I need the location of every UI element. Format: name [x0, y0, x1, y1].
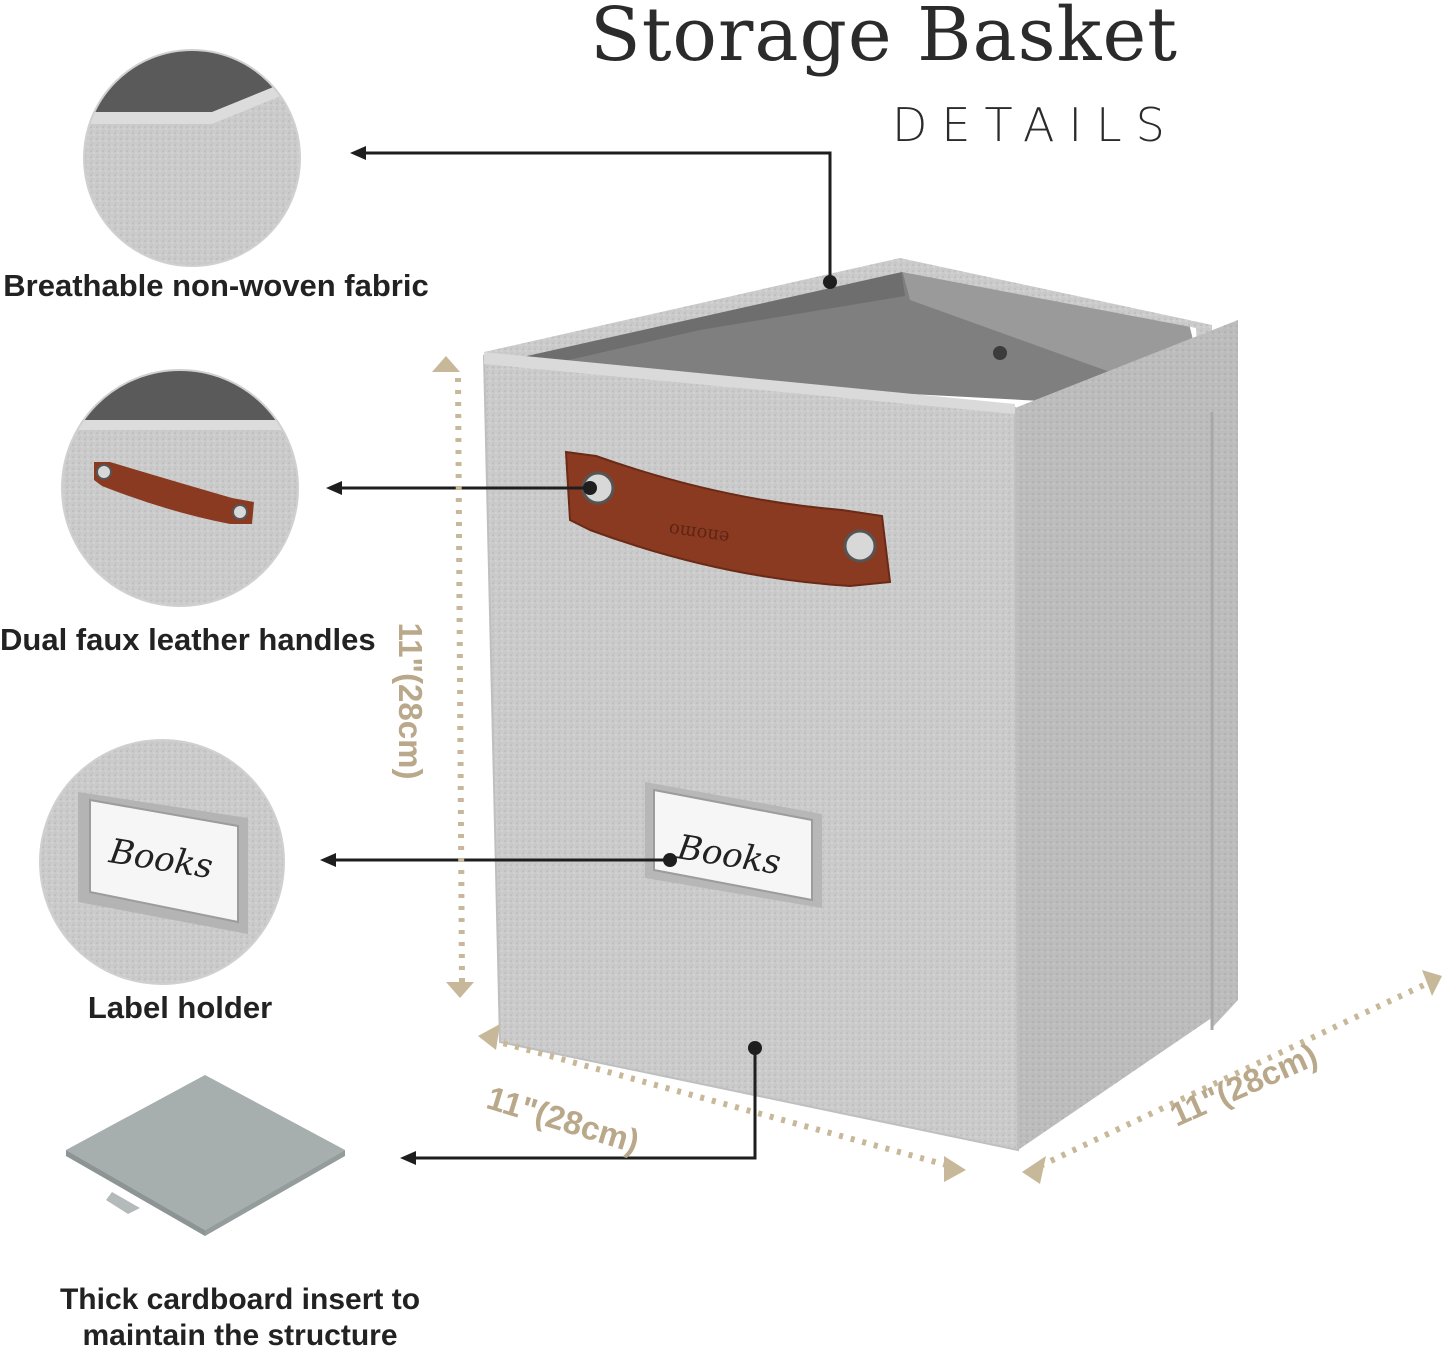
rivet-icon [843, 529, 877, 563]
callout-lines [320, 146, 837, 1165]
cardboard-insert-icon [66, 1075, 345, 1236]
basket-front-panel [482, 354, 1020, 1152]
height-dimension-label: 11"(28cm) [392, 622, 429, 780]
caption-line: Thick cardboard insert to [59, 1283, 421, 1316]
storage-basket: enomo Books [482, 258, 1238, 1152]
fabric-closeup-icon [84, 50, 300, 266]
feature-caption-label-holder: Label holder [87, 990, 273, 1025]
caption-line: maintain the structure [82, 1319, 398, 1352]
grommet-icon [993, 346, 1007, 360]
page-title: Storage Basket [590, 0, 1179, 78]
dimension-arrows [455, 377, 1428, 1169]
label-holder-icon: Books [40, 740, 284, 984]
label-holder: Books [645, 782, 822, 908]
feature-caption-fabric: Breathable non-woven fabric [3, 268, 429, 303]
feature-caption-handles: Dual faux leather handles [0, 622, 376, 657]
feature-caption-cardboard: Thick cardboard insert to maintain the s… [40, 1282, 440, 1354]
page-subtitle: DETAILS [892, 98, 1179, 152]
basket-side-panel [1015, 320, 1238, 1150]
height-arrow [455, 377, 465, 983]
leather-handle: enomo [564, 450, 892, 588]
